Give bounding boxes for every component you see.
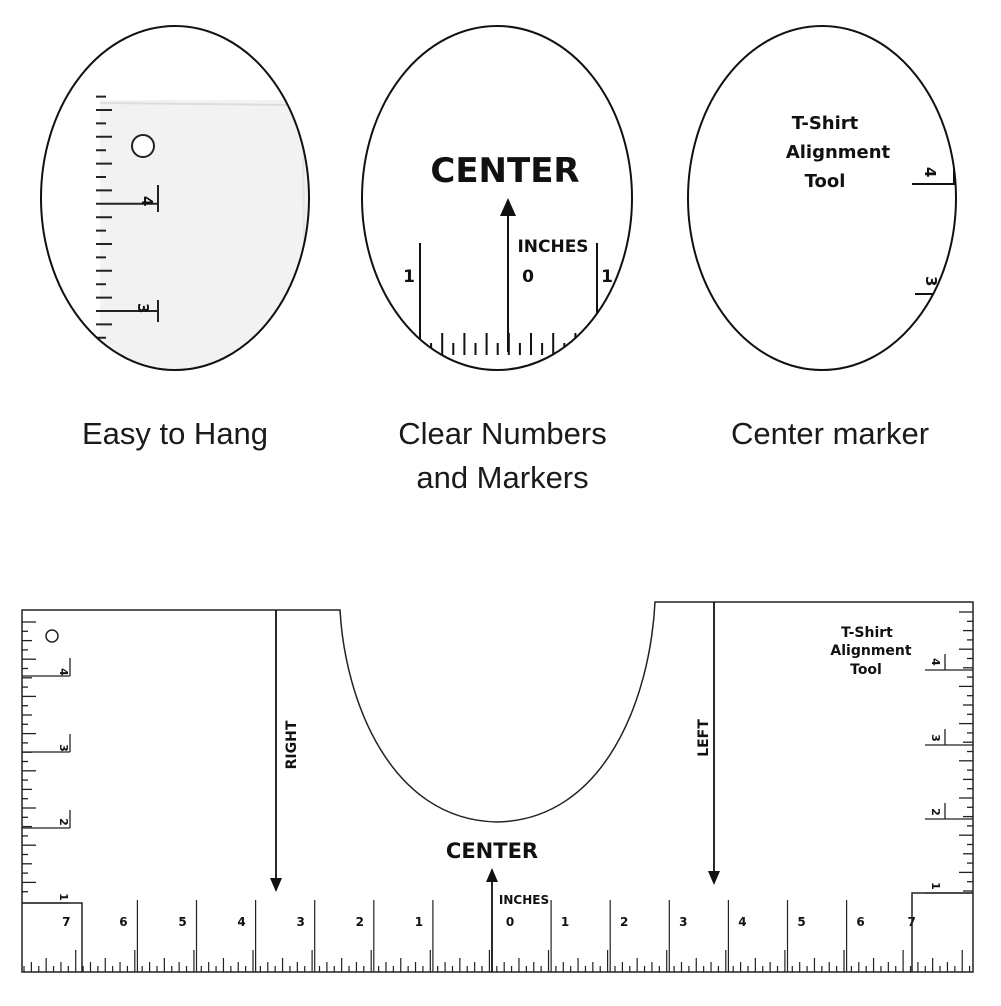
bottom-ruler-number: 5 <box>797 915 805 929</box>
tool-title-line-3: Tool <box>805 171 846 192</box>
caption-easy-to-hang: Easy to Hang <box>40 412 310 456</box>
tool-outline <box>21 601 974 973</box>
hang-detail-circle: 4 3 <box>40 25 310 371</box>
up-arrow-icon <box>500 198 516 216</box>
bottom-ruler-number: 6 <box>856 915 864 929</box>
tool-title-line-2: Alignment <box>786 142 891 163</box>
left-arrow-icon <box>708 871 720 885</box>
bottom-ruler-number: 0 <box>506 915 514 929</box>
center-label: CENTER <box>430 151 579 191</box>
left-edge-number: 1 <box>57 893 70 901</box>
marker-detail-circle: T-Shirt Alignment Tool 4 3 <box>687 25 957 371</box>
ruler-number-3: 3 <box>134 303 152 313</box>
tool-title-line-1: T-Shirt <box>792 113 859 134</box>
caption-clear-numbers: Clear Numbers and Markers <box>360 412 645 500</box>
hang-hole-icon <box>131 134 155 158</box>
bottom-ruler-number: 4 <box>738 915 746 929</box>
bottom-ruler-number: 2 <box>356 915 364 929</box>
units-label: INCHES <box>499 893 549 907</box>
ruler-number-4: 4 <box>921 167 939 177</box>
right-label: RIGHT <box>284 720 300 769</box>
left-label: LEFT <box>696 719 712 757</box>
bottom-ruler-number: 4 <box>237 915 245 929</box>
ruler-number-zero: 0 <box>522 267 534 287</box>
right-edge-number: 2 <box>929 808 942 816</box>
right-arrow-icon <box>270 878 282 892</box>
ruler-number-left: 1 <box>403 267 415 287</box>
caption-line: and Markers <box>416 460 589 495</box>
right-edge-number: 1 <box>929 882 942 890</box>
left-edge-number: 2 <box>57 818 70 826</box>
bottom-ruler-number: 1 <box>561 915 569 929</box>
bottom-ruler-number: 3 <box>297 915 305 929</box>
ruler-number-3: 3 <box>922 276 940 286</box>
numbers-detail-circle: CENTER INCHES 1 0 1 <box>361 25 633 371</box>
ruler-number-4: 4 <box>138 196 156 206</box>
units-label: INCHES <box>517 237 588 257</box>
bottom-ruler-number: 6 <box>119 915 127 929</box>
left-edge-number: 3 <box>57 744 70 752</box>
caption-line: Clear Numbers <box>398 416 607 451</box>
center-label: CENTER <box>446 839 538 863</box>
right-edge-number: 4 <box>929 658 942 666</box>
tool-title-line-2: Alignment <box>830 643 911 659</box>
bottom-ruler-number: 3 <box>679 915 687 929</box>
hang-hole-icon <box>45 629 59 643</box>
bottom-ruler-number: 2 <box>620 915 628 929</box>
up-arrow-icon <box>486 868 498 882</box>
bottom-ruler-number: 7 <box>62 915 70 929</box>
tool-title-line-1: T-Shirt <box>841 625 893 641</box>
bottom-ruler-number: 1 <box>415 915 423 929</box>
bottom-ruler-number: 5 <box>178 915 186 929</box>
left-edge-number: 4 <box>57 668 70 676</box>
right-edge-number: 3 <box>929 734 942 742</box>
tool-title-line-3: Tool <box>850 662 882 678</box>
caption-center-marker: Center marker <box>690 412 970 456</box>
caption-line: Easy to Hang <box>81 416 269 451</box>
caption-line: Center marker <box>730 416 930 451</box>
ruler-number-right: 1 <box>601 267 613 287</box>
